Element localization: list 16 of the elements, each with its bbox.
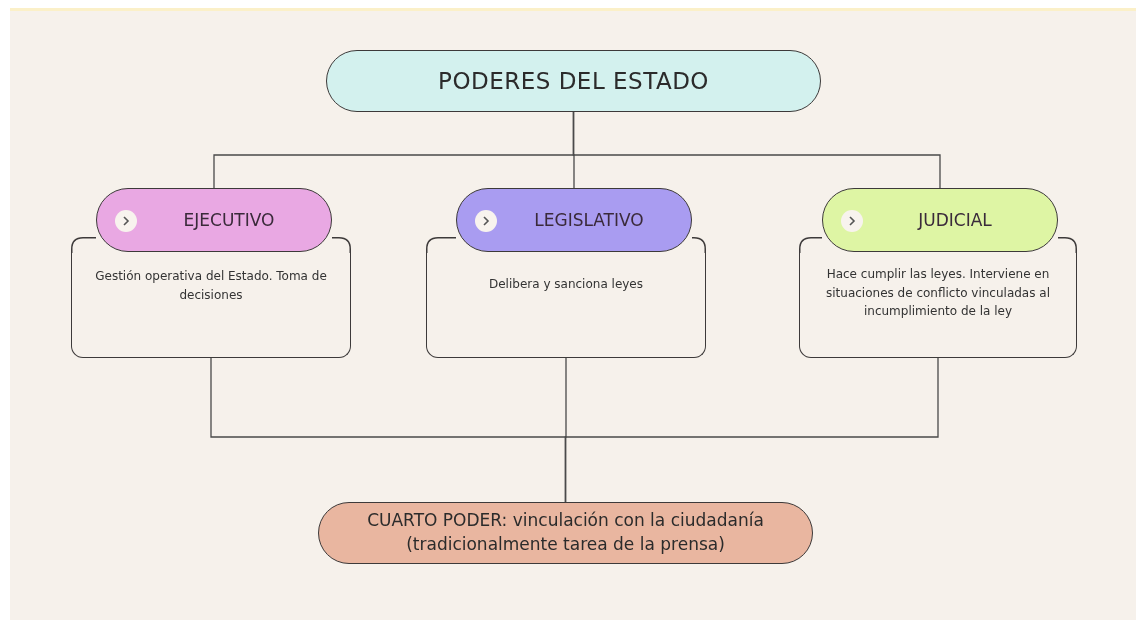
- category-pill: [822, 188, 1058, 252]
- category-pill: [456, 188, 692, 252]
- description-card: [71, 253, 351, 358]
- category-pill: [96, 188, 332, 252]
- connector-line: [564, 357, 939, 503]
- node-text: LEGISLATIVO: [534, 210, 644, 230]
- node-text: PODERES DEL ESTADO: [438, 68, 709, 94]
- node-text: JUDICIAL: [918, 210, 992, 230]
- node-text: Delibera y sanciona leyes: [489, 276, 643, 293]
- node-text: Hace cumplir las leyes. Interviene en situaciones de conflicto vinculadas al incumplimiento de la ley: [825, 266, 1051, 321]
- node-text: CUARTO PODER: vinculación con la ciudadanía (tradicionalmente tarea de la prensa): [366, 509, 765, 556]
- description-card: [799, 253, 1077, 358]
- node-text: Gestión operativa del Estado. Toma de decisiones: [94, 268, 328, 304]
- connector-line: [572, 111, 941, 189]
- description-card: [426, 253, 706, 358]
- node-text: EJECUTIVO: [183, 210, 275, 230]
